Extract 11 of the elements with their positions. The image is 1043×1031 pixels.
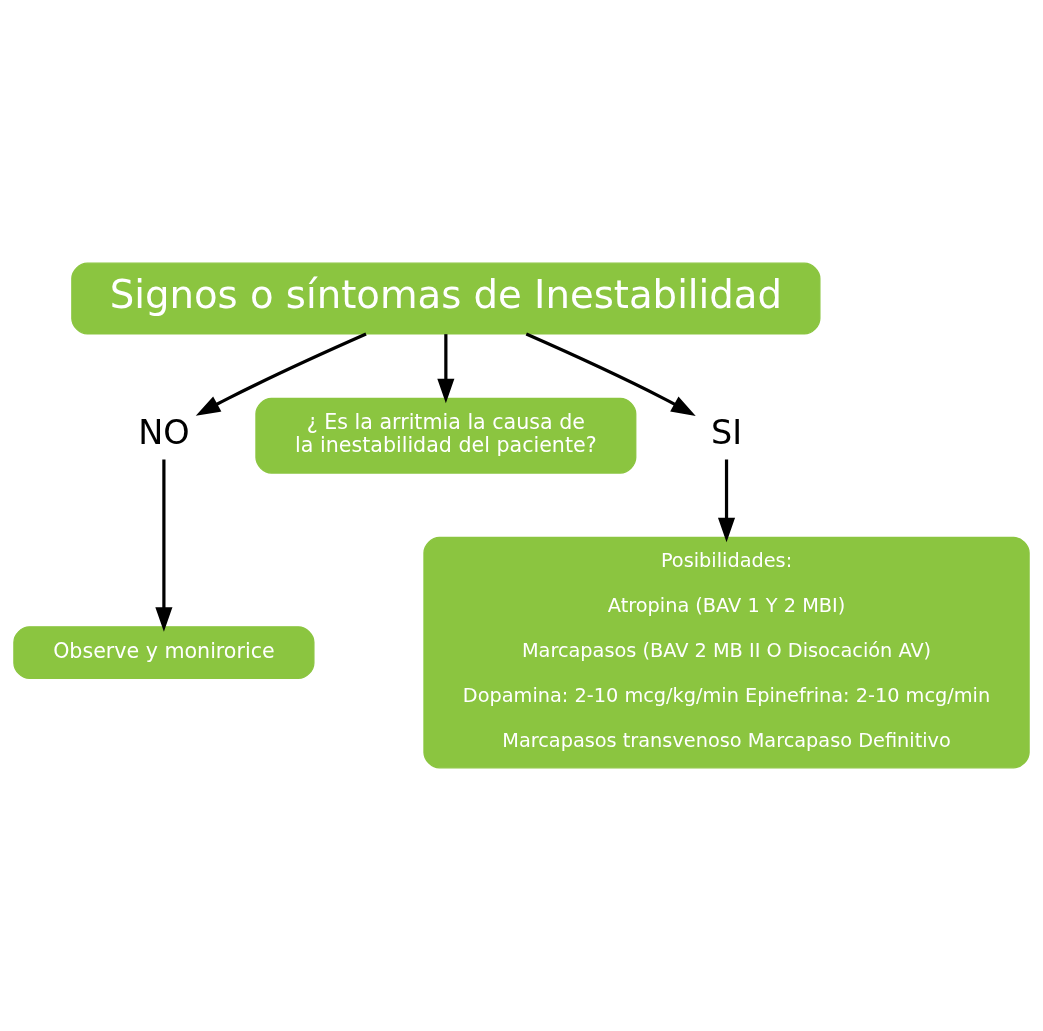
arrow	[717, 459, 736, 543]
arrow	[195, 332, 367, 416]
node-text: NO	[138, 412, 190, 452]
node-box: Observe y monirorice	[13, 626, 315, 679]
arrow	[525, 332, 696, 416]
node-text: SI	[710, 412, 743, 452]
arrow	[437, 334, 455, 404]
arrow	[155, 459, 173, 632]
node-box: Posibilidades: Atropina (BAV 1 Y 2 MBI) Marcapasos (BAV 2 MB II O Disocación AV) Dopamina: 2-10 mcg/kg/min Epinefrina: 2-10 mcg/min Marcapasos transvenoso Marcapaso Definitivo	[423, 536, 1030, 769]
node-box: Signos o síntomas de Inestabilidad	[71, 262, 821, 335]
node-box: ¿ Es la arritmia la causa de la inestabilidad del paciente?	[255, 397, 637, 474]
